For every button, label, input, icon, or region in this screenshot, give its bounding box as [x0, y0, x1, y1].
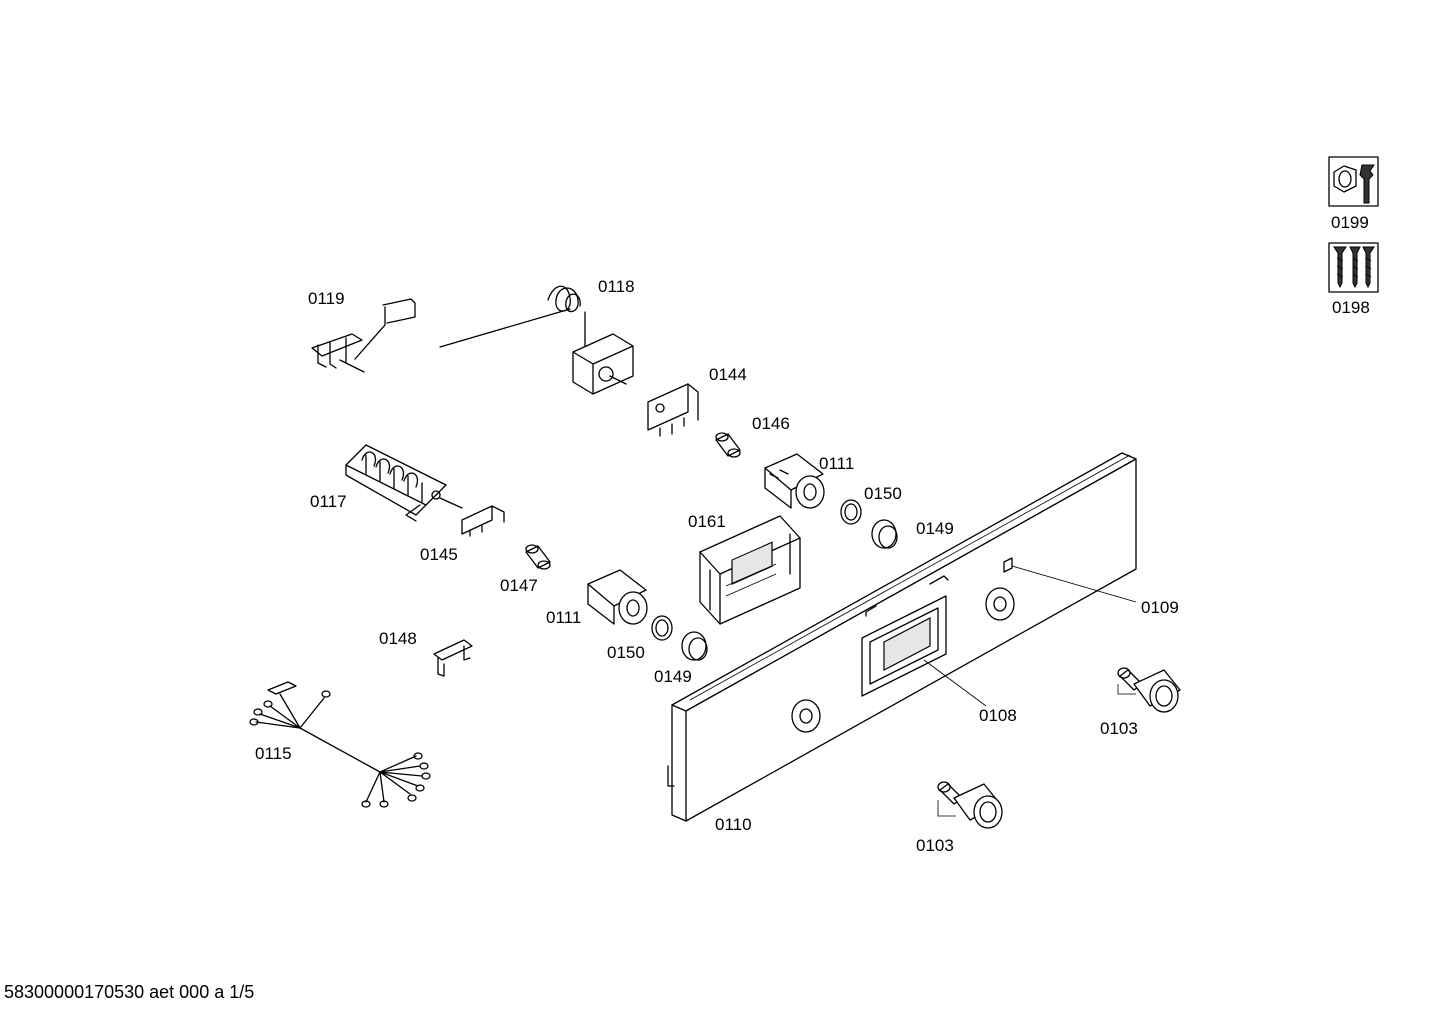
label-0146: 0146 — [752, 414, 790, 433]
part-0144-bracket — [647, 383, 699, 437]
label-0109: 0109 — [1141, 598, 1179, 617]
label-0108: 0108 — [979, 706, 1017, 725]
part-0150-ring-bottom — [651, 615, 673, 641]
part-0119-bracket — [311, 298, 416, 373]
label-0150-top: 0150 — [864, 484, 902, 503]
label-0147: 0147 — [500, 576, 538, 595]
label-0111-top: 0111 — [819, 454, 855, 473]
label-0150-bottom: 0150 — [607, 643, 645, 662]
part-0103-knob-bottom — [937, 781, 1003, 829]
label-0148: 0148 — [379, 629, 417, 648]
screws-icon — [1328, 242, 1379, 293]
part-0146-lampholder — [715, 432, 741, 458]
part-0148-clip — [433, 639, 473, 677]
part-0149-sleeve-bottom — [681, 631, 708, 661]
label-0145: 0145 — [420, 545, 458, 564]
label-0103-right: 0103 — [1100, 719, 1138, 738]
label-0149-bottom: 0149 — [654, 667, 692, 686]
part-0115-wiring-harness — [249, 681, 431, 808]
label-0110: 0110 — [715, 815, 752, 834]
part-0147-lampholder — [525, 544, 551, 570]
part-0118-thermostat — [439, 285, 634, 395]
document-code-footer: 58300000170530 aet 000 a 1/5 — [4, 982, 255, 1002]
label-0199: 0199 — [1331, 213, 1369, 232]
part-0108-display-frame — [861, 575, 949, 697]
label-0111-bottom: 0111 — [546, 608, 582, 627]
label-0115: 0115 — [255, 744, 292, 763]
label-0117: 0117 — [310, 492, 347, 511]
label-0149-top: 0149 — [916, 519, 954, 538]
part-0103-knob-right — [1117, 667, 1181, 713]
part-0150-ring-top — [840, 499, 862, 525]
label-0144: 0144 — [709, 365, 747, 384]
part-0109-clip — [1003, 557, 1013, 573]
label-0198: 0198 — [1332, 298, 1370, 317]
part-0117-switch-block — [345, 444, 463, 522]
leader-lines — [923, 565, 1137, 817]
nut-wrench-icon — [1328, 156, 1379, 207]
part-0161-module — [699, 515, 801, 625]
label-0119: 0119 — [308, 289, 345, 308]
label-0103-bottom: 0103 — [916, 836, 954, 855]
label-0118: 0118 — [598, 277, 635, 296]
part-0149-sleeve-top — [871, 519, 898, 549]
part-0111-switch-top — [764, 453, 825, 509]
part-0145-bracket — [461, 505, 505, 537]
part-0111-switch-bottom — [587, 569, 648, 625]
label-0161: 0161 — [688, 512, 726, 531]
